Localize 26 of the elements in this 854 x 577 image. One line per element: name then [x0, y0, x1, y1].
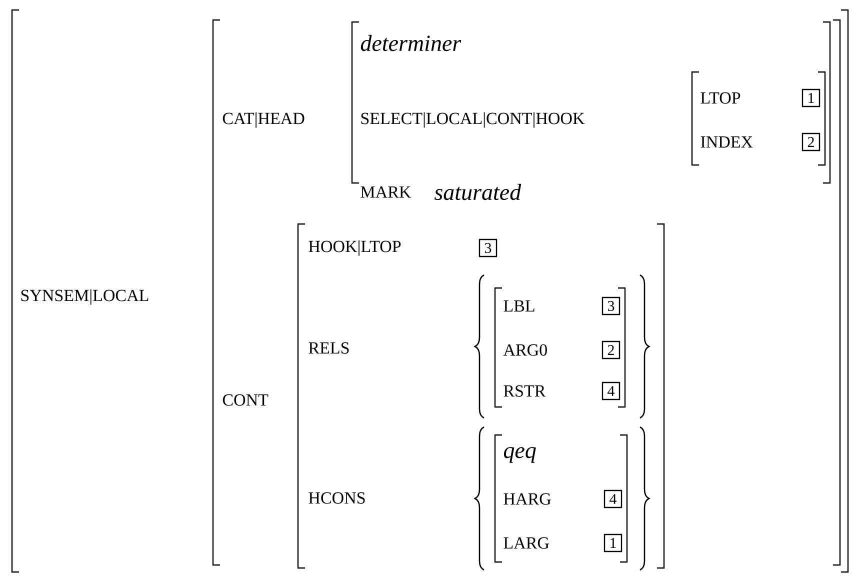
- tag-box: 4: [604, 490, 622, 508]
- feature-name: HOOK|LTOP: [308, 240, 401, 256]
- tag-box: 3: [478, 238, 498, 258]
- tag-box: 3: [602, 296, 620, 316]
- feature-name: LARG: [504, 537, 549, 549]
- feature-name: MARK: [360, 186, 412, 198]
- feature-name: INDEX: [700, 136, 753, 148]
- feature-name: CAT|HEAD: [222, 112, 304, 128]
- feature-name: RELS: [308, 342, 349, 354]
- feature-name: LBL: [504, 300, 534, 312]
- tag-box: 2: [802, 132, 820, 152]
- feature-name: SELECT|LOCAL|CONT|HOOK: [361, 112, 585, 128]
- feature-name: CONT: [222, 394, 268, 406]
- feature-name: ARG0: [503, 344, 547, 356]
- type-name: saturated: [434, 184, 522, 200]
- feature-name: LTOP: [700, 92, 740, 104]
- feature-name: SYNSEM|LOCAL: [21, 289, 148, 305]
- feature-name: RSTR: [504, 385, 546, 397]
- type-name: determiner: [360, 34, 462, 52]
- feature-name: HCONS: [308, 492, 365, 504]
- tag-box: 1: [604, 534, 622, 552]
- tag-box: 2: [602, 340, 620, 360]
- tag-box: 4: [602, 382, 620, 400]
- type-name: qeq: [504, 447, 536, 463]
- tag-box: 1: [802, 88, 820, 108]
- feature-name: HARG: [504, 493, 551, 505]
